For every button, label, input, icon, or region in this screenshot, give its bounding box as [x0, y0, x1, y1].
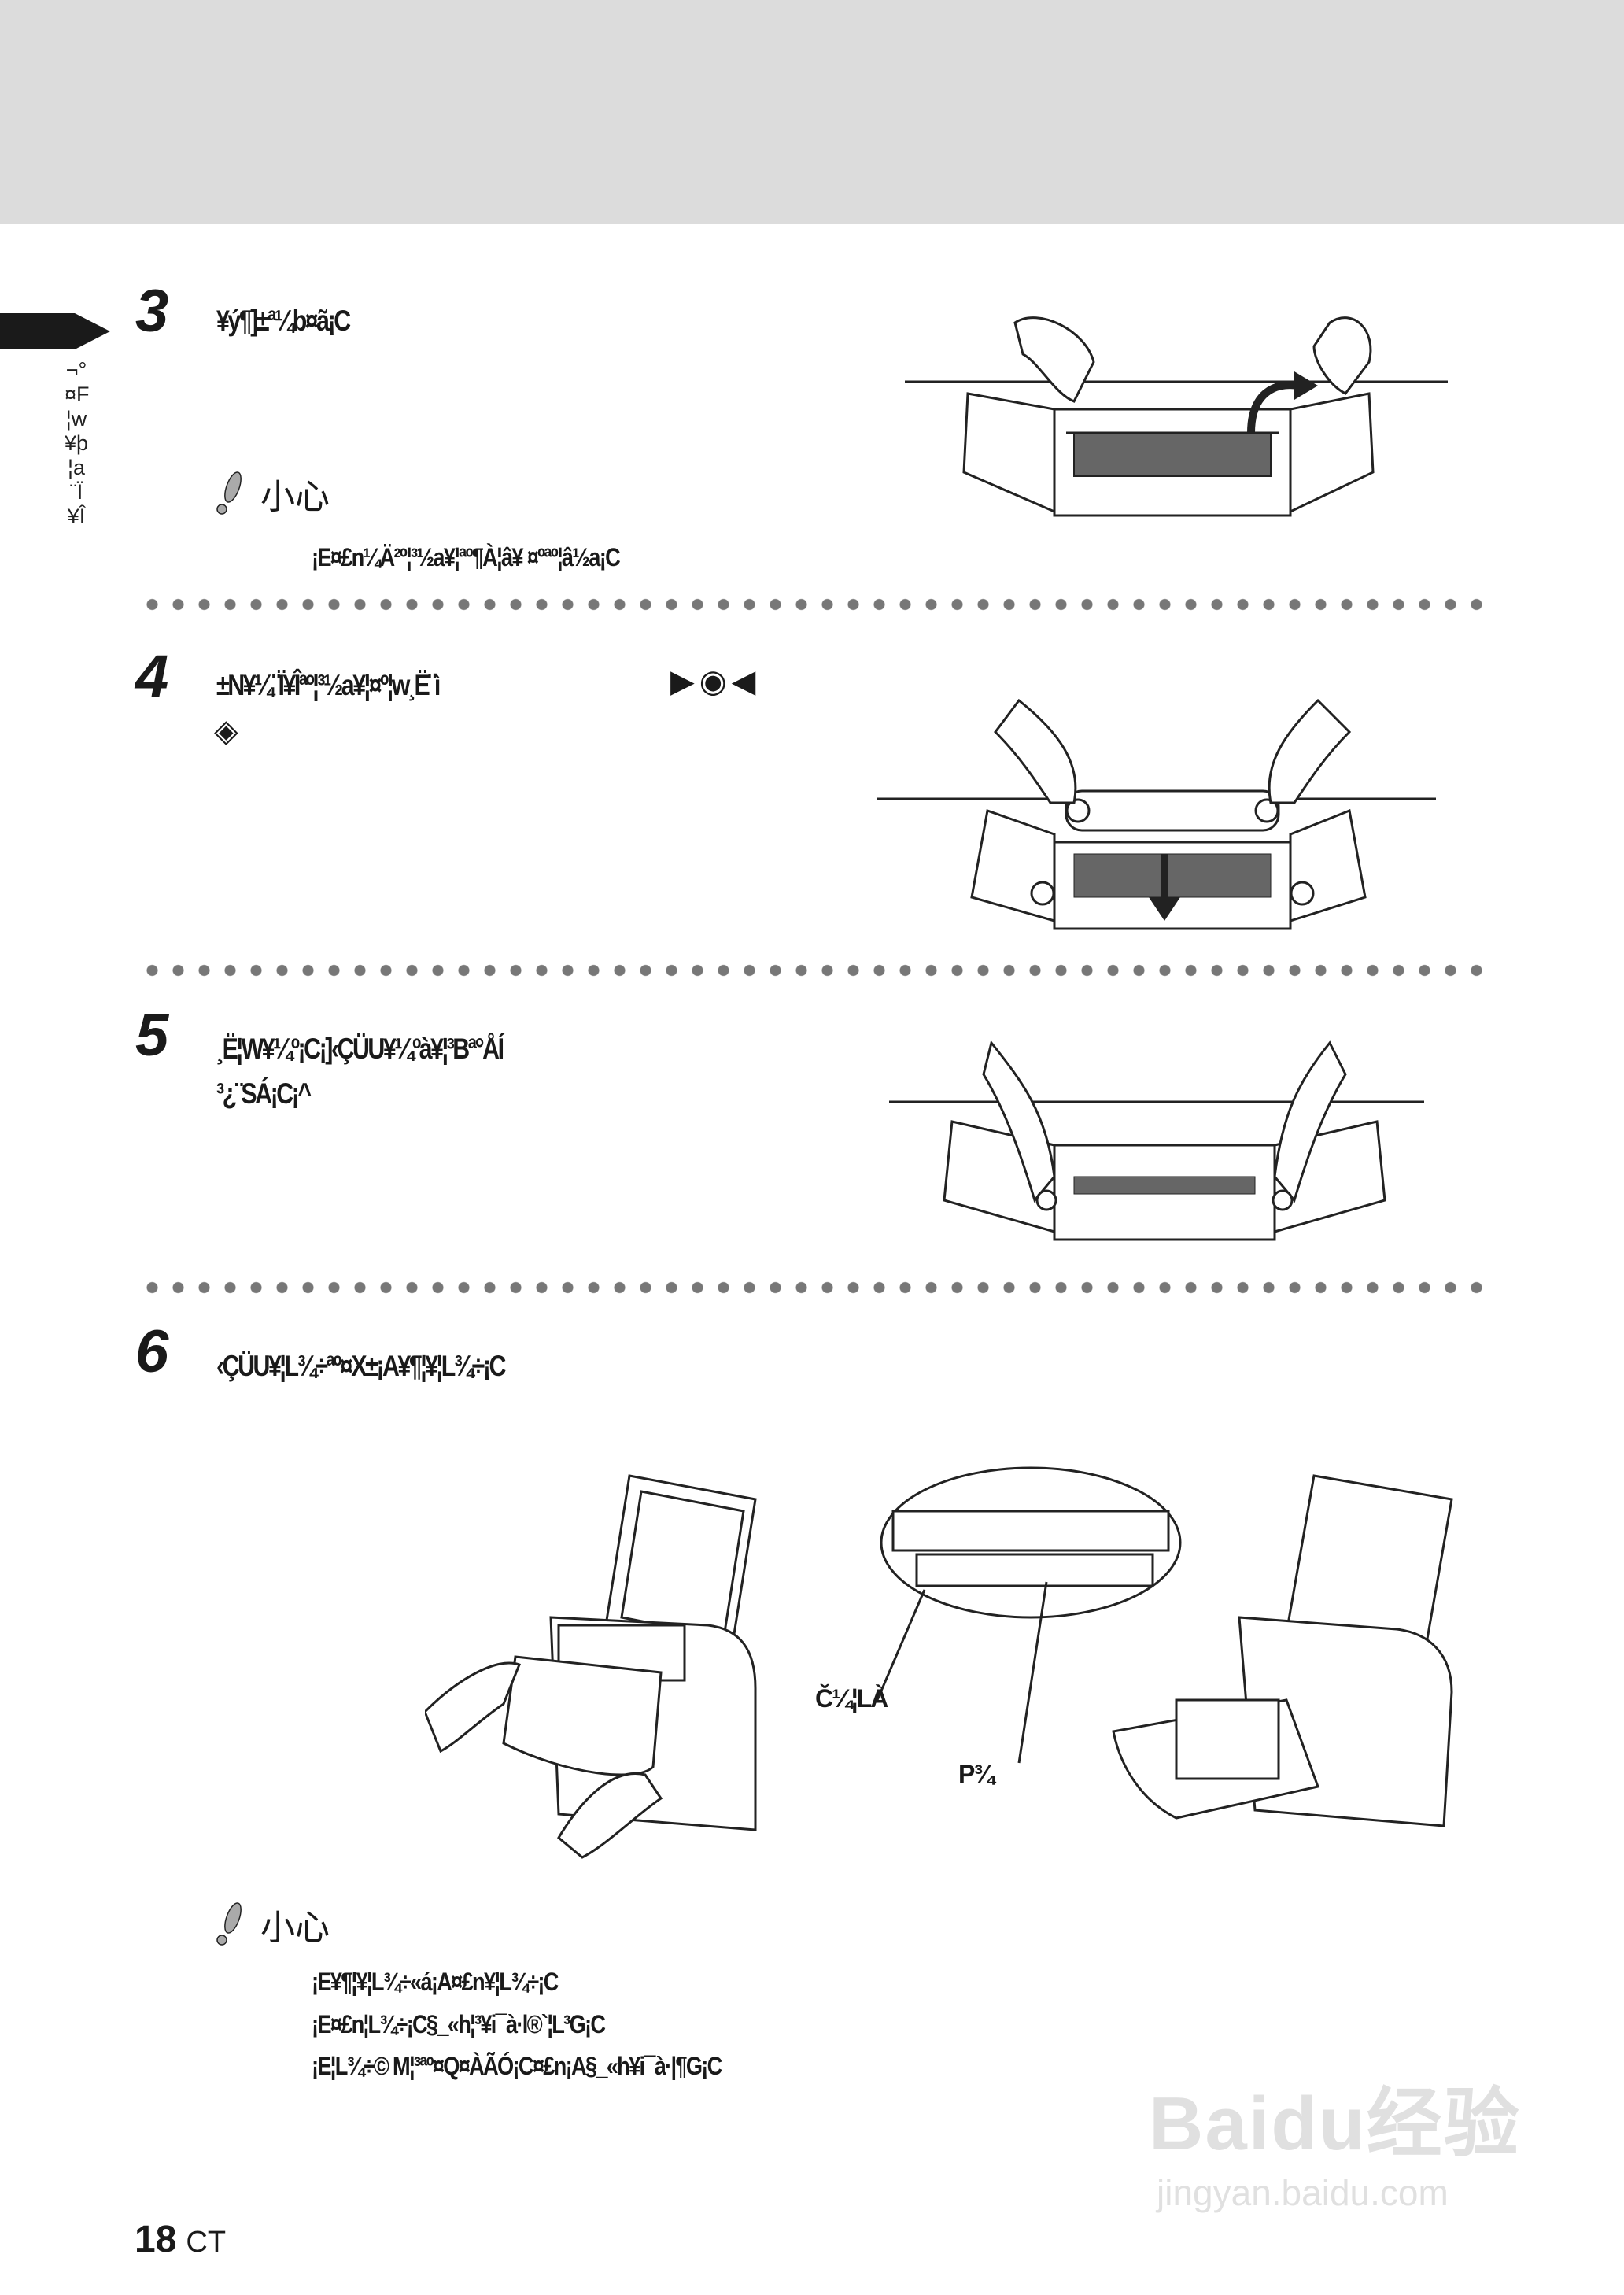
cartridge-symbol-icon: ▶◉◀ — [670, 664, 761, 699]
step-divider — [139, 1281, 1486, 1294]
step-5-title-line-1: ¸Ë¦W¥¼º¡C¡]‹ÇÜU¥¼ºà¥¦³Bª°ÅÍ — [216, 1033, 504, 1065]
header-band — [0, 0, 1624, 224]
print-head-label: Č¼¦LÀ — [815, 1684, 888, 1713]
caution-1-heading: 小心 — [216, 468, 330, 519]
step-6-title: ‹ÇÜU¥¦L¾÷ªº¤X±¡A¥¶¦¥¦L¾÷¡C — [216, 1350, 506, 1382]
step-3-illustration — [905, 316, 1448, 517]
caution-2-line-1: ¡E¥¶¦¥¦L¾÷«á¡A¤£­n¥¦L¾÷¡C — [312, 1968, 559, 1996]
step-3-number: 3 — [135, 278, 169, 345]
printer-closed-illustration — [425, 1474, 757, 1859]
cover-label: P¾ — [958, 1760, 995, 1788]
step-4-title: ±N¥¼¨Ï¥Îªº¦³½a¥¦¤º¦w¸Ë¨ì — [216, 669, 441, 701]
caution-2-line-3: ¡E¦L¾÷© M¦³ªº¤Q¤ÀÃÓ¡C¤£­n¡A§_«h¥i¯à·|¶G¡… — [312, 2052, 722, 2080]
watermark-brand: Baidu经验 — [1149, 2082, 1521, 2166]
caution-2-title: 小心 — [260, 1909, 330, 1947]
step-divider — [139, 964, 1486, 977]
caution-2-heading: 小心 — [216, 1899, 330, 1949]
step-divider — [139, 598, 1486, 611]
printer-open-illustration — [877, 1466, 1453, 1828]
page-footer: 18 CT — [135, 2218, 226, 2261]
step-6-number: 6 — [135, 1318, 169, 1385]
caution-icon — [216, 1902, 242, 1946]
language-code: CT — [186, 2226, 227, 2259]
step-5-title-line-2: ³¿¨SÁ¡C¡^ — [216, 1077, 312, 1110]
caution-1-line: ¡E¤£­n¼Ä²º¦³½a¥¦ªº¶À¦â¥ ¤ºªº¦â½a¡C — [312, 543, 621, 571]
step-5-number: 5 — [135, 1002, 169, 1069]
step-3-title: ¥ý¶]±ª¼b¤ã¡C — [216, 305, 351, 337]
section-label-vertical: ¬°¤F¦w¥þ¦a¨Ï¥Î — [65, 358, 90, 528]
caution-icon — [216, 471, 242, 515]
baidu-watermark: Baidu经验 jingyan.baidu.com — [1149, 2062, 1521, 2214]
page-number: 18 — [135, 2219, 177, 2260]
step-5-illustration — [889, 1040, 1424, 1241]
watermark-url: jingyan.baidu.com — [1157, 2172, 1449, 2213]
cartridge-diamond-icon: ◈ — [214, 714, 238, 748]
step-4-number: 4 — [135, 643, 169, 710]
caution-2-line-2: ¡E¤£­n¦L¾÷¡C§_«h¦³¥i¯à·l®`¦L³G¡C — [312, 2010, 606, 2038]
section-tab-arrow-icon — [0, 313, 110, 349]
step-4-illustration — [877, 698, 1436, 930]
caution-1-title: 小心 — [260, 478, 330, 516]
